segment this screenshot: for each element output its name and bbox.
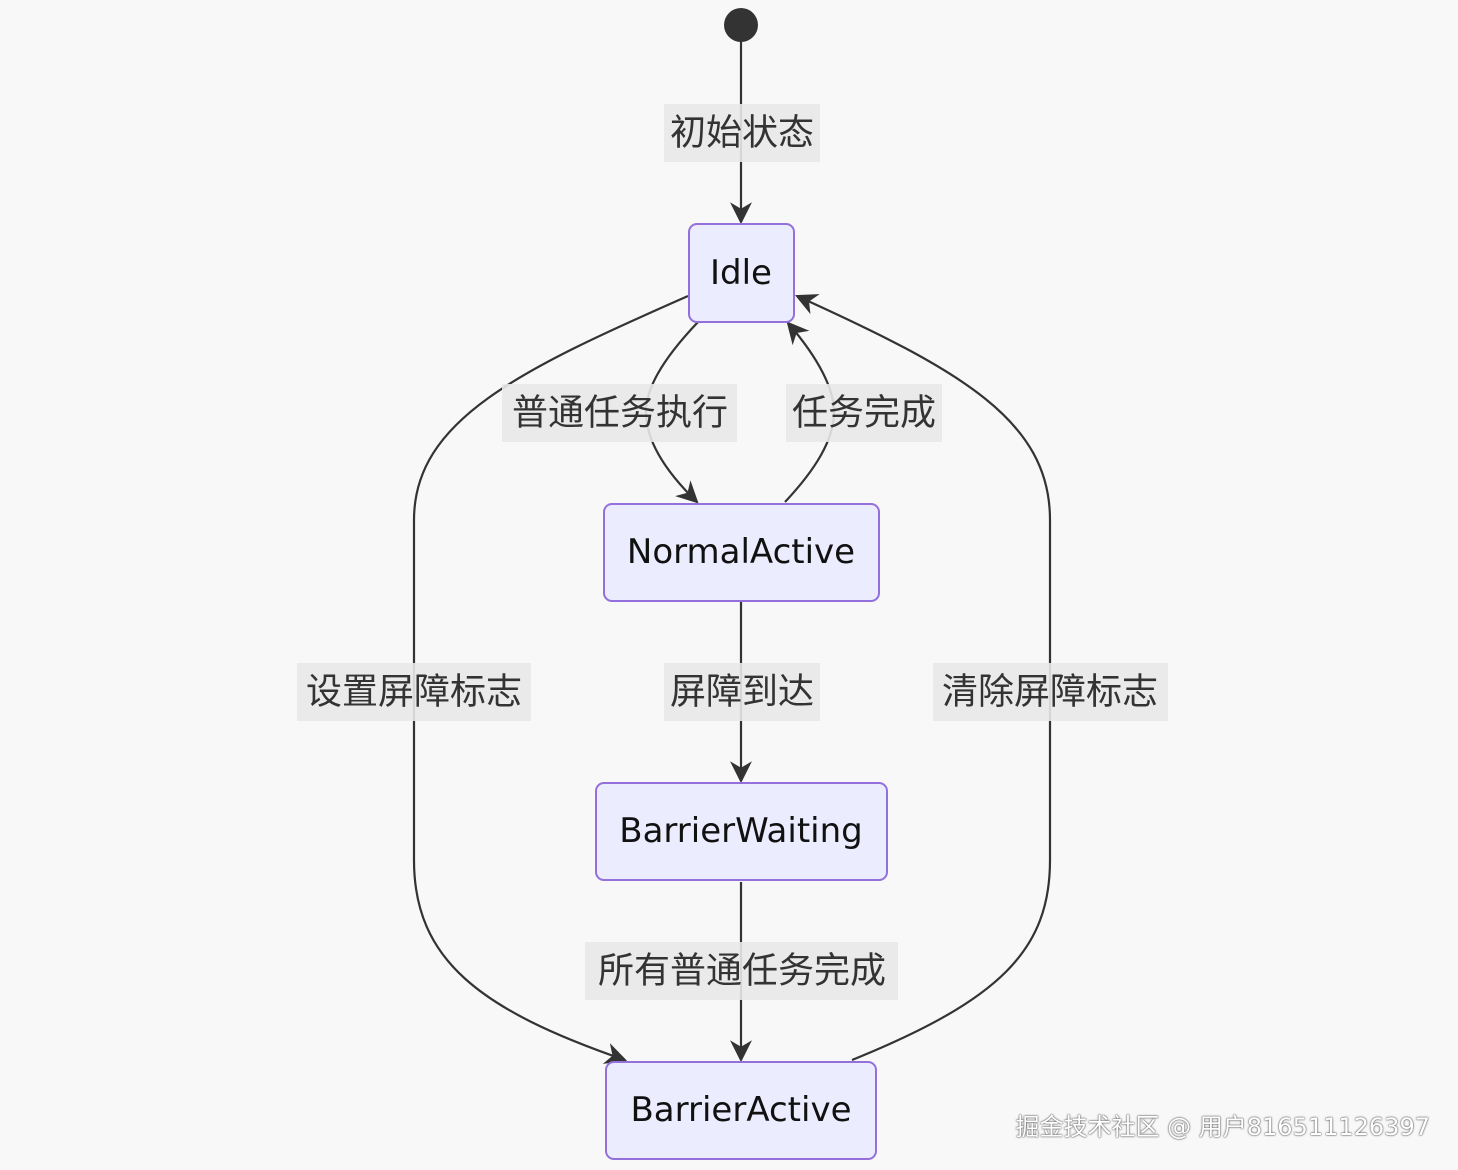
label-barrier-active-to-idle: 清除屏障标志 <box>942 672 1158 713</box>
watermark: 掘金技术社区 @ 用户816511126397 <box>1015 1113 1431 1141</box>
edge-barrier-active-to-idle <box>794 294 1052 1062</box>
edge-idle-to-barrier-active <box>412 294 689 1064</box>
label-bg-idle-to-normal <box>502 384 737 442</box>
state-barrier-waiting: BarrierWaiting <box>595 782 888 881</box>
label-bg-barrier-active-to-idle <box>933 663 1168 721</box>
state-idle: Idle <box>688 223 795 323</box>
state-label-idle: Idle <box>710 253 772 293</box>
state-box-barrier-active <box>605 1061 877 1160</box>
label-bg-start-to-idle <box>664 104 820 162</box>
state-box-idle <box>688 223 795 323</box>
state-label-barrier-waiting: BarrierWaiting <box>619 811 863 851</box>
start-point <box>724 8 758 42</box>
label-bg-normal-to-idle <box>786 384 942 442</box>
label-idle-to-barrier-active: 设置屏障标志 <box>306 672 522 713</box>
label-idle-to-normal: 普通任务执行 <box>512 393 728 434</box>
state-normal-active: NormalActive <box>603 503 880 602</box>
label-barrier-waiting-to-barrier-active: 所有普通任务完成 <box>598 951 886 992</box>
state-label-normal-active: NormalActive <box>627 532 855 572</box>
state-box-normal-active <box>603 503 880 602</box>
state-box-barrier-waiting <box>595 782 888 881</box>
label-normal-to-barrier-waiting: 屏障到达 <box>670 672 814 713</box>
state-barrier-active: BarrierActive <box>605 1061 877 1160</box>
label-normal-to-idle: 任务完成 <box>792 393 936 434</box>
transition-labels: 初始状态 普通任务执行 任务完成 设置屏障标志 屏障到达 清除屏障标志 所有普通… <box>297 104 1168 1000</box>
state-label-barrier-active: BarrierActive <box>630 1090 851 1130</box>
label-bg-normal-to-barrier-waiting <box>664 663 820 721</box>
label-start-to-idle: 初始状态 <box>670 113 814 154</box>
label-bg-barrier-waiting-to-barrier-active <box>585 942 898 1000</box>
label-bg-idle-to-barrier-active <box>297 663 531 721</box>
